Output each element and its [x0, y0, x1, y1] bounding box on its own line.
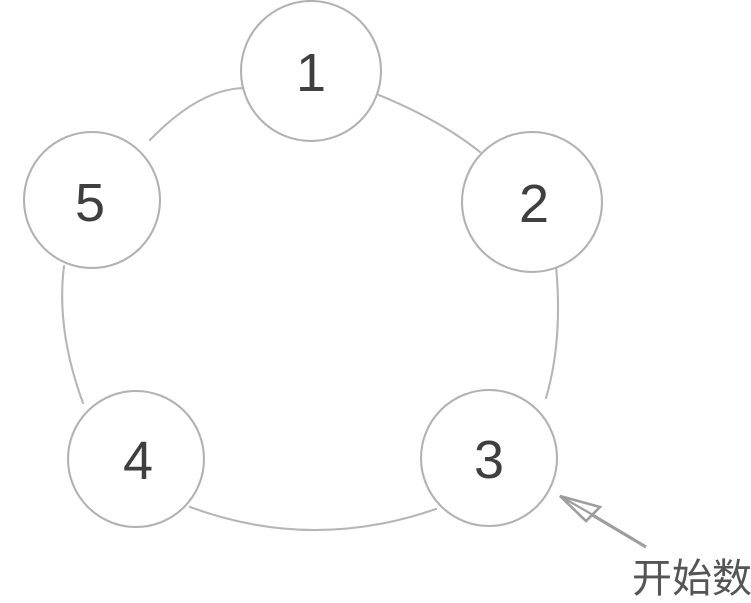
annotation-label: 开始数 — [632, 557, 751, 601]
node-4-circle[interactable] — [66, 389, 206, 529]
edge-5-to-1 — [148, 86, 248, 142]
node-5-circle[interactable] — [22, 130, 162, 270]
node-1-circle[interactable] — [239, 0, 383, 143]
annotation-arrow — [559, 494, 647, 549]
node-3-label: 3 — [474, 430, 504, 490]
edge-3-to-4 — [188, 505, 438, 532]
node-3-circle[interactable] — [419, 388, 559, 528]
edge-group — [61, 86, 560, 532]
edge-1-to-2 — [377, 93, 482, 154]
edge-4-to-5 — [61, 264, 85, 405]
node-2-circle[interactable] — [460, 130, 604, 274]
arrow-head-spine — [559, 495, 594, 516]
node-4-label: 4 — [123, 431, 153, 491]
arrow-shaft — [588, 511, 647, 549]
node-1-label: 1 — [296, 43, 326, 103]
node-5-label: 5 — [75, 173, 105, 233]
node-group — [22, 0, 604, 529]
node-2-label: 2 — [519, 174, 549, 234]
node-label-group: 1 2 3 4 5 — [75, 43, 549, 491]
edge-2-to-3 — [544, 264, 560, 400]
